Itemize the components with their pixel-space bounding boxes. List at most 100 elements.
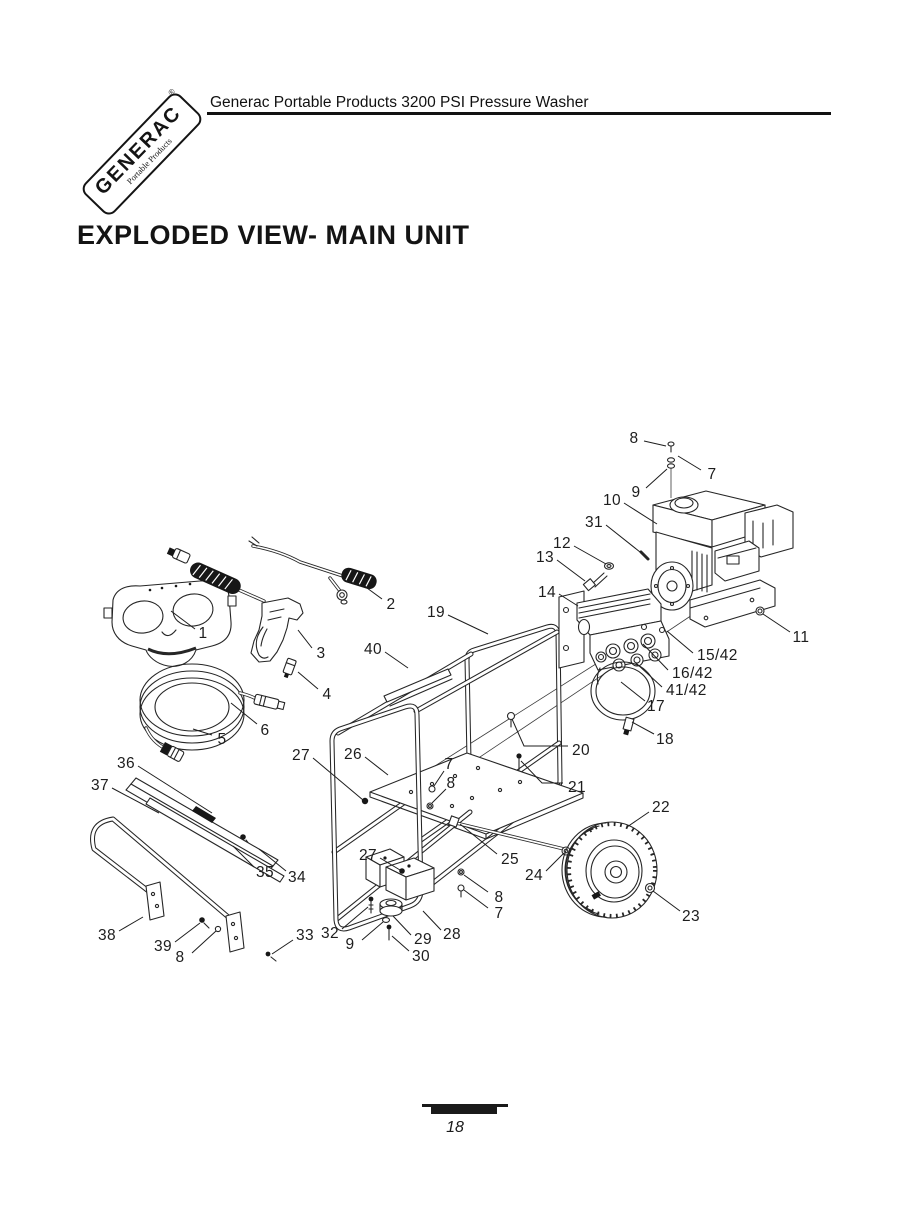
hose-coil-drawing [139,663,286,762]
callout-label-18: 18 [656,731,674,748]
washer-8-plate [426,802,434,810]
callout-label-23: 23 [682,908,700,925]
callout-label-5: 5 [217,731,226,748]
callout-label-37: 37 [91,777,109,794]
callout-leader-22 [626,811,650,828]
callout-label-25: 25 [501,851,519,868]
bolt-7-mid [457,884,465,898]
callout-leader-2 [366,587,383,600]
callout-label-31: 31 [585,514,603,531]
callout-leader-35 [232,845,255,868]
callout-label-9: 9 [631,484,640,501]
screw-32 [368,896,374,914]
callout-label-21: 21 [568,779,586,796]
callout-label-20: 20 [572,742,590,759]
callout-label-16-42: 16/42 [672,665,713,682]
callout-label-32: 32 [321,925,339,942]
callout-leader-9 [645,468,668,489]
callout-leader-34 [258,848,287,872]
page-title: EXPLODED VIEW- MAIN UNIT [77,220,470,250]
callout-leader-19 [447,614,489,635]
callout-label-8: 8 [629,430,638,447]
mount-blocks-drawing [365,848,435,917]
callout-leader-21 [520,760,563,784]
callout-label-17: 17 [647,698,665,715]
callout-leader-40 [384,651,409,669]
wheel-drawing [561,821,658,919]
callout-label-24: 24 [525,867,543,884]
callout-label-2: 2 [386,596,395,613]
callout-leader-7 [463,889,489,909]
bolt-39 [199,917,210,929]
callout-leader-10 [623,502,658,525]
callout-leader-29 [392,915,412,936]
callout-leader-28 [422,910,442,931]
callout-leader-25 [459,823,498,855]
callout-label-30: 30 [412,948,430,965]
screw-30 [386,924,392,941]
callout-label-35: 35 [256,864,274,881]
callout-leader-24 [545,852,565,872]
bolt-13 [582,572,608,592]
callout-leader-4 [297,671,319,690]
bolt-8-top [667,441,675,453]
fastener-hardware [199,441,765,962]
callout-leader-3 [297,629,313,649]
callout-label-8: 8 [175,949,184,966]
callout-leader-23 [652,890,681,912]
callout-label-36: 36 [117,755,135,772]
callout-leader-6 [230,702,258,725]
gun-drawing [166,547,304,663]
bolt-27-lower [399,868,405,874]
callout-leader-36 [137,765,213,814]
callout-leader-27 [312,757,364,801]
callout-label-14: 14 [538,584,556,601]
callout-label-9: 9 [345,936,354,953]
callout-label-29: 29 [414,931,432,948]
callout-leader-5 [192,728,213,736]
callout-label-3: 3 [316,645,325,662]
callout-label-19: 19 [427,604,445,621]
base-plate-drawing [369,752,584,840]
callout-leader-11 [762,613,791,633]
callout-label-40: 40 [364,641,382,658]
callout-label-39: 39 [154,938,172,955]
callout-leader-41-42 [635,662,663,688]
callout-leader-12 [573,545,607,565]
footer-bar [422,1104,508,1107]
callout-leader-26 [364,756,389,776]
callout-leader-32 [341,906,369,930]
callout-label-33: 33 [296,927,314,944]
callout-leader-33 [271,939,294,955]
callout-label-7: 7 [444,756,453,773]
callout-leader-18 [631,721,655,735]
callout-label-27: 27 [359,847,377,864]
callout-label-11: 11 [793,629,810,646]
callout-leader-1 [170,610,196,630]
callout-label-7: 7 [494,905,503,922]
washer-12 [603,562,615,570]
bolt-20 [506,711,516,728]
callout-leader-7 [433,770,445,787]
callout-leader-15-42 [666,630,694,654]
callout-label-38: 38 [98,927,116,944]
callout-leader-31 [605,524,641,553]
screw-21 [516,753,522,771]
washer-8-left [214,925,222,933]
callout-label-12: 12 [553,535,571,552]
callout-label-22: 22 [652,799,670,816]
callout-label-8: 8 [446,775,455,792]
callout-leader-8 [191,930,217,954]
callout-leader-8 [431,788,447,804]
callout-label-7: 7 [707,466,716,483]
callout-leader-14 [558,593,579,607]
screw-33 [265,951,277,962]
engine-drawing [650,490,794,628]
callout-leader-20 [511,718,568,747]
callout-label-27: 27 [292,747,310,764]
callout-leader-8 [643,440,667,447]
callout-leader-37 [111,787,160,814]
bolt-27-upper [361,797,369,805]
callout-label-4: 4 [322,686,331,703]
